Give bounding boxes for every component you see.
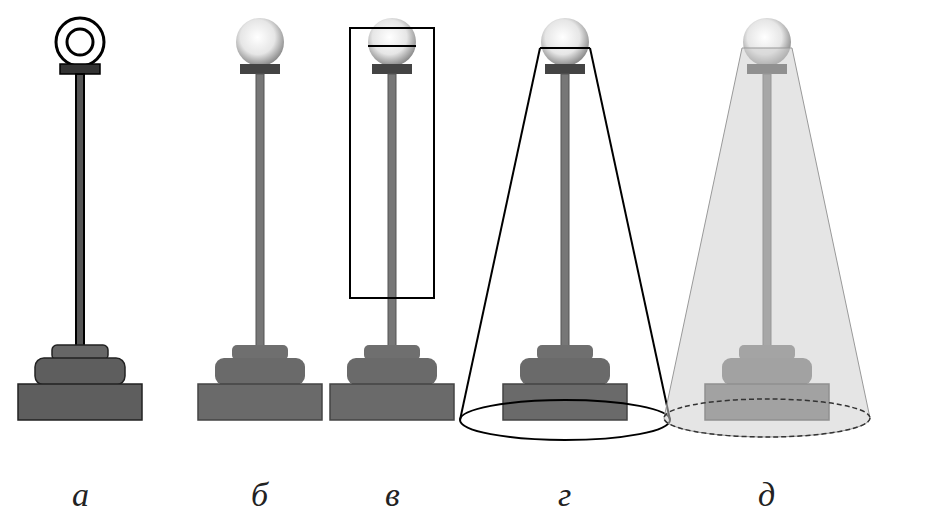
figure-letter: б <box>251 478 268 512</box>
light-cone-outline <box>460 48 670 440</box>
lamp-shaded <box>503 18 627 420</box>
bounding-box <box>350 28 434 298</box>
lamp-shaded <box>330 18 454 420</box>
lamp-shaded <box>198 18 322 420</box>
figure-letter: а <box>72 478 89 512</box>
lamp-light <box>664 18 870 437</box>
figure-letter: в <box>385 478 400 512</box>
figure-letter: д <box>758 478 775 512</box>
lamp-outline <box>18 18 142 420</box>
figure-letter: г <box>558 478 571 512</box>
